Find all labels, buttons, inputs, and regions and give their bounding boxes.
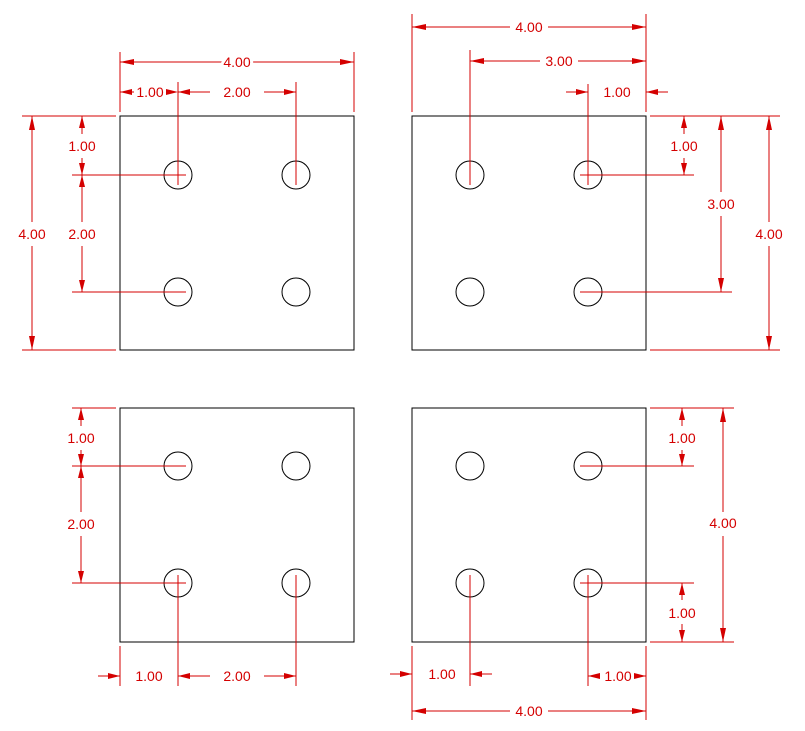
hole xyxy=(281,277,311,307)
dimension-hole-offset-x: 1.00 xyxy=(98,668,163,684)
dimension-label: 1.00 xyxy=(668,605,695,621)
dimension-overall-height: 4.00 xyxy=(709,408,737,642)
dimension-label: 1.00 xyxy=(136,84,163,100)
dimension-label: 4.00 xyxy=(709,515,736,531)
hole xyxy=(455,451,485,481)
dimension-label: 4.00 xyxy=(18,226,45,242)
dimension-label: 1.00 xyxy=(603,84,630,100)
dimension-label: 4.00 xyxy=(515,703,542,719)
dimension-label: 1.00 xyxy=(68,138,95,154)
dimension-overall-width: 4.00 xyxy=(412,703,646,719)
dimension-hole-edge-offset-x: 1.00 xyxy=(566,84,668,100)
dimension-label: 1.00 xyxy=(428,666,455,682)
dimension-label: 1.00 xyxy=(668,430,695,446)
dimension-hole-spacing-y: 2.00 xyxy=(68,175,96,292)
plate-top-right: 4.00 3.00 1.00 1.00 xyxy=(411,14,783,351)
dimension-overall-width: 4.00 xyxy=(120,51,354,73)
dimension-hole-offset-x: 1.00 xyxy=(120,84,178,100)
plate-top-left: 4.00 1.00 2.00 4.00 xyxy=(18,51,355,351)
dimension-label: 1.00 xyxy=(670,138,697,154)
dimension-hole-offset-y: 1.00 xyxy=(67,408,95,466)
plate-outline xyxy=(119,115,355,351)
dimension-label: 3.00 xyxy=(545,53,572,69)
dimension-hole-to-edge-y: 3.00 xyxy=(707,116,735,292)
dimension-label: 4.00 xyxy=(755,226,782,242)
plate-outline xyxy=(411,407,647,643)
plate-bottom-left: 1.00 2.00 1.00 2.00 xyxy=(67,407,355,686)
dimension-label: 4.00 xyxy=(223,54,250,70)
dimension-hole-offset-y-top: 1.00 xyxy=(668,408,696,466)
hole xyxy=(455,277,485,307)
plate-bottom-right: 1.00 4.00 1.00 1.00 xyxy=(390,407,737,720)
dimension-label: 2.00 xyxy=(68,226,95,242)
dimension-hole-spacing-x: 2.00 xyxy=(178,668,296,684)
dimension-hole-offset-y: 1.00 xyxy=(670,116,698,175)
plate-outline xyxy=(119,407,355,643)
dimension-label: 2.00 xyxy=(67,516,94,532)
dimension-label: 2.00 xyxy=(223,668,250,684)
plate-outline xyxy=(411,115,647,351)
dimension-hole-spacing-y: 2.00 xyxy=(67,466,95,583)
dimension-label: 2.00 xyxy=(223,84,250,100)
dimension-label: 1.00 xyxy=(135,668,162,684)
dimension-label: 1.00 xyxy=(67,430,94,446)
dimension-overall-height: 4.00 xyxy=(18,116,46,350)
dimension-hole-spacing-x: 2.00 xyxy=(178,84,296,100)
dimension-hole-to-edge-x: 3.00 xyxy=(470,53,646,69)
dimension-hole-offset-y-bottom: 1.00 xyxy=(668,583,696,642)
dimension-label: 4.00 xyxy=(515,19,542,35)
dimension-overall-width: 4.00 xyxy=(412,19,646,35)
dimension-overall-height: 4.00 xyxy=(755,116,783,350)
dimension-hole-offset-y: 1.00 xyxy=(68,116,96,175)
hole xyxy=(281,451,311,481)
dimension-label: 3.00 xyxy=(707,196,734,212)
dimension-hole-offset-x-right: 1.00 xyxy=(588,668,646,684)
dimension-hole-offset-x-left: 1.00 xyxy=(390,666,492,682)
dimension-label: 1.00 xyxy=(604,668,631,684)
